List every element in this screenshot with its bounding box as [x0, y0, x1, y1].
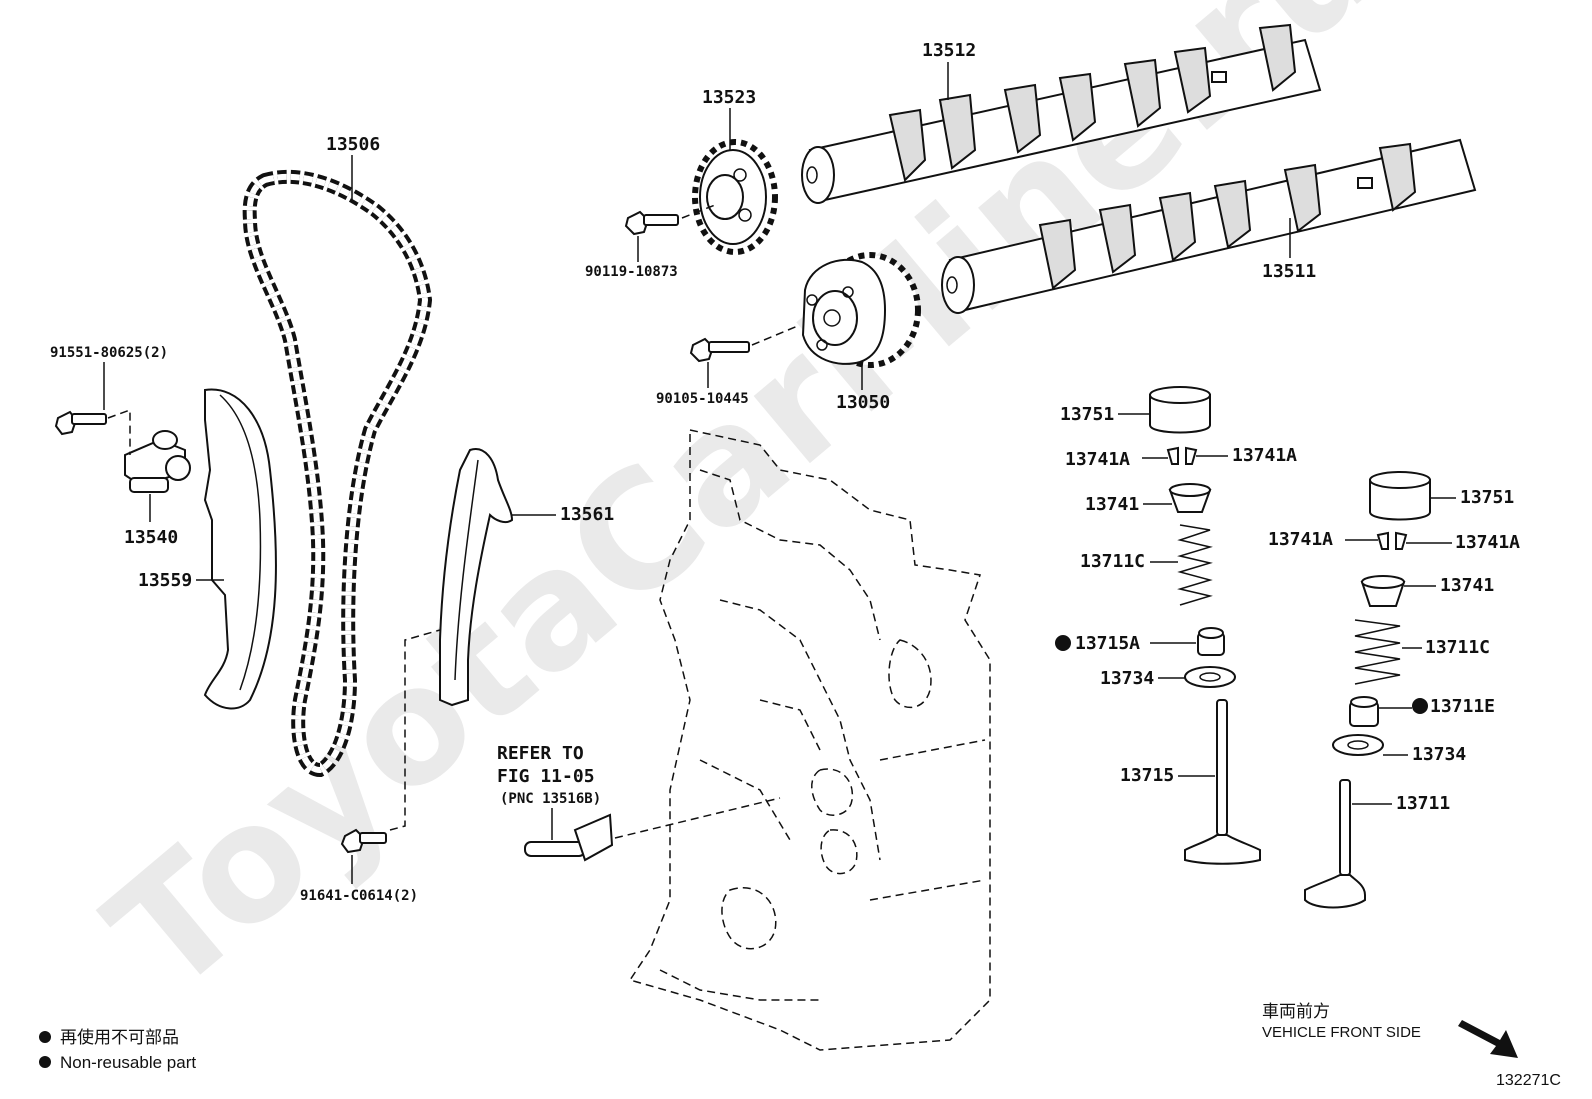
bolt-90105[interactable] [689, 337, 750, 363]
label-13711E: 13711E [1430, 696, 1495, 717]
valve-lifter-left[interactable] [1149, 386, 1211, 434]
label-91551: 91551-80625(2) [50, 345, 168, 361]
figure-code: 132271C [1496, 1072, 1561, 1089]
label-13711: 13711 [1396, 793, 1450, 814]
label-13741A-right-2: 13741A [1455, 532, 1520, 553]
locating-pin[interactable] [524, 813, 614, 862]
front-arrow-icon [1458, 1020, 1518, 1058]
valve-keepers-left[interactable] [1166, 446, 1198, 465]
valve-keepers-right[interactable] [1376, 531, 1408, 550]
vehicle-front-indicator: 車両前方 VEHICLE FRONT SIDE [1262, 1002, 1518, 1058]
label-13734-left: 13734 [1100, 668, 1154, 689]
front-jp: 車両前方 [1262, 1002, 1330, 1021]
refer-line-3: (PNC 13516B) [500, 791, 601, 807]
front-en: VEHICLE FRONT SIDE [1262, 1024, 1421, 1041]
exhaust-valve[interactable] [1184, 699, 1261, 865]
valve-stem-seal-left[interactable] [1197, 627, 1225, 656]
refer-line-2: FIG 11-05 [497, 766, 595, 787]
label-13741-left: 13741 [1085, 494, 1139, 515]
intake-valve[interactable] [1304, 779, 1366, 909]
bolt-91551[interactable] [54, 410, 107, 436]
label-90119: 90119-10873 [585, 264, 678, 280]
spring-seat-left[interactable] [1184, 666, 1236, 688]
valve-lifter-right[interactable] [1369, 471, 1431, 521]
label-13715: 13715 [1120, 765, 1174, 786]
chain-guide[interactable] [439, 448, 514, 707]
label-13715A: 13715A [1075, 633, 1140, 654]
legend-en: Non-reusable part [60, 1053, 196, 1072]
legend: 再使用不可部品 Non-reusable part [39, 1027, 196, 1072]
chain-slipper-guide[interactable] [203, 388, 277, 710]
spring-retainer-left[interactable] [1168, 483, 1212, 513]
label-13741A-left-2: 13741A [1232, 445, 1297, 466]
camshaft-13512[interactable] [801, 23, 1322, 204]
bolt-90119[interactable] [624, 210, 679, 236]
label-13741-right: 13741 [1440, 575, 1494, 596]
spring-seat-right[interactable] [1332, 734, 1384, 756]
legend-dot-2 [39, 1056, 51, 1068]
camshaft-13511[interactable] [941, 138, 1477, 314]
valve-stem-seal-right[interactable] [1349, 696, 1379, 727]
label-13751-right: 13751 [1460, 487, 1514, 508]
label-13741A-left-1: 13741A [1065, 449, 1130, 470]
label-13523: 13523 [702, 87, 756, 108]
label-13751-left: 13751 [1060, 404, 1114, 425]
timing-chain[interactable] [242, 169, 433, 778]
label-13711C-right: 13711C [1425, 637, 1490, 658]
label-13511: 13511 [1262, 261, 1316, 282]
non-reusable-dot-13711E [1412, 698, 1428, 714]
label-90105: 90105-10445 [656, 391, 749, 407]
valve-spring-right[interactable] [1354, 619, 1401, 685]
label-13050: 13050 [836, 392, 890, 413]
label-13734-right: 13734 [1412, 744, 1466, 765]
label-13561: 13561 [560, 504, 614, 525]
non-reusable-dot-13715A [1055, 635, 1071, 651]
valve-spring-left[interactable] [1177, 524, 1213, 606]
bolt-91641[interactable] [340, 828, 387, 854]
legend-dot-1 [39, 1031, 51, 1043]
chain-tensioner[interactable] [124, 430, 191, 493]
label-91641: 91641-C0614(2) [300, 888, 418, 904]
label-13711C-left: 13711C [1080, 551, 1145, 572]
engine-block-outline [628, 429, 991, 1051]
spring-retainer-right[interactable] [1360, 575, 1406, 607]
camshaft-sprocket[interactable] [692, 139, 778, 255]
label-13559: 13559 [138, 570, 192, 591]
label-13506: 13506 [326, 134, 380, 155]
label-13540: 13540 [124, 527, 178, 548]
label-13741A-right-1: 13741A [1268, 529, 1333, 550]
refer-line-1: REFER TO [497, 743, 584, 764]
camshaft-timing-gear[interactable] [801, 252, 921, 368]
legend-jp: 再使用不可部品 [60, 1027, 179, 1047]
label-13512: 13512 [922, 40, 976, 61]
